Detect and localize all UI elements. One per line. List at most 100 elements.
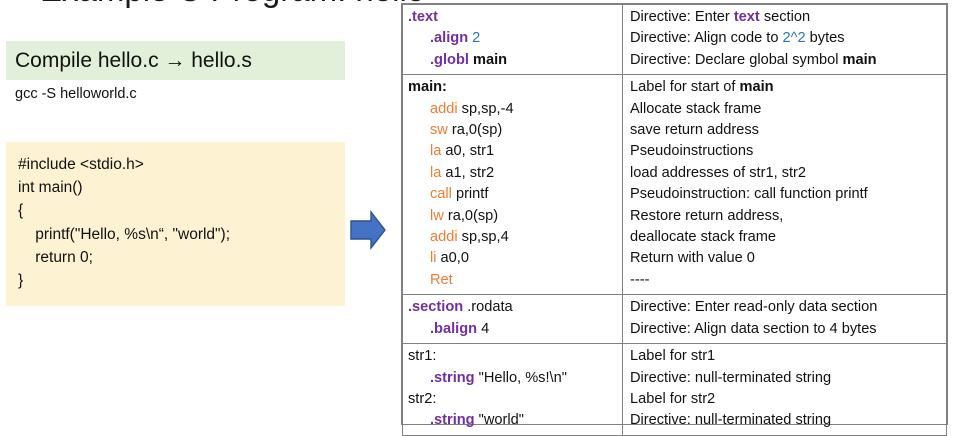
token-plain: Directive: Align data section to 4 bytes	[630, 320, 877, 337]
token-plain: a1, str2	[441, 164, 495, 181]
token-bold: main	[472, 51, 508, 68]
token-plain: deallocate stack frame	[630, 229, 777, 246]
compile-banner-label: Compile hello.c → hello.s	[15, 48, 252, 72]
asm-code-line: main:	[408, 77, 622, 98]
asm-code-line: .text	[408, 7, 622, 28]
asm-code-line: sw ra,0(sp)	[408, 120, 622, 141]
token-mn: lw	[430, 207, 444, 224]
asm-code-line: str1:	[408, 346, 622, 367]
token-op: text	[733, 9, 760, 25]
token-plain: load addresses of str1, str2	[630, 164, 807, 181]
asm-description-line: Directive: Declare global symbol main	[630, 50, 946, 71]
token-bold: main:	[408, 79, 447, 96]
token-mn: Ret	[430, 271, 453, 288]
asm-description-line: load addresses of str1, str2	[630, 163, 946, 184]
token-plain: Label for str1	[630, 348, 716, 365]
right-arrow-icon	[350, 209, 386, 251]
token-plain: str2:	[408, 390, 437, 407]
asm-code-cell: .text.align 2.globl main	[402, 3, 623, 76]
token-bold: main	[842, 51, 877, 68]
token-mn: la	[430, 143, 442, 160]
asm-code-line: lw ra,0(sp)	[408, 206, 622, 227]
token-plain: Directive: Enter	[630, 9, 734, 25]
token-op: .globl	[430, 51, 469, 68]
asm-description-line: Allocate stack frame	[630, 99, 946, 120]
token-mn: call	[430, 186, 452, 203]
asm-code-line: Ret	[408, 270, 622, 291]
token-plain: sp,sp,-4	[457, 100, 514, 117]
asm-code-line: .string "Hello, %s!\n"	[408, 368, 622, 389]
token-plain: printf	[451, 186, 489, 203]
page-title: Example C Program: hello.c	[40, 0, 420, 10]
token-mn: addi	[430, 100, 458, 117]
asm-description-line: Directive: Align code to 2^2 bytes	[630, 28, 946, 49]
table-row: str1:.string "Hello, %s!\n"str2:.string …	[402, 343, 947, 436]
token-plain: Pseudoinstructions	[630, 143, 754, 160]
token-plain: sp,sp,4	[457, 229, 509, 246]
asm-description-line: deallocate stack frame	[630, 227, 946, 248]
token-plain: 4	[477, 320, 490, 337]
c-source-code: #include <stdio.h> int main() { printf("…	[18, 156, 231, 290]
asm-code-line: .align 2	[408, 28, 622, 49]
asm-code-line: .balign 4	[408, 319, 622, 340]
asm-description-line: Directive: null-terminated string	[630, 368, 946, 389]
asm-code-line: .globl main	[408, 50, 622, 71]
asm-code-line: addi sp,sp,4	[408, 227, 622, 248]
token-plain: "Hello, %s!\n"	[474, 369, 567, 386]
asm-code-cell: .section .rodata.balign 4	[402, 294, 623, 345]
token-op: .align	[430, 30, 469, 47]
token-plain: Directive: Declare global symbol	[630, 51, 843, 68]
token-plain: bytes	[805, 30, 845, 47]
asm-code-line: la a1, str2	[408, 163, 622, 184]
asm-description-line: Label for str2	[630, 389, 946, 410]
token-plain: "world"	[474, 412, 524, 429]
gcc-command-text: gcc -S helloworld.c	[15, 86, 137, 102]
asm-description-line: Directive: Enter read-only data section	[630, 297, 946, 318]
token-plain: Label for start of	[630, 79, 740, 96]
c-source-code-box: #include <stdio.h> int main() { printf("…	[6, 142, 345, 306]
token-plain: Restore return address,	[630, 207, 784, 224]
token-plain: a0,0	[436, 250, 469, 267]
asm-description-line: Return with value 0	[630, 248, 946, 269]
asm-description-line: Restore return address,	[630, 206, 946, 227]
token-bold: main	[739, 79, 774, 96]
token-plain: Directive: Enter read-only data section	[630, 299, 878, 316]
token-mn: la	[430, 164, 442, 181]
token-mn: sw	[430, 122, 448, 139]
asm-description-line: Label for start of main	[630, 77, 946, 98]
token-plain: Directive: null-terminated string	[630, 369, 832, 386]
asm-code-line: call printf	[408, 184, 622, 205]
token-mn: addi	[430, 229, 458, 246]
token-plain: Label for str2	[630, 390, 716, 407]
asm-description-line: Pseudoinstruction: call function printf	[630, 184, 946, 205]
token-num: 2^2	[782, 30, 806, 47]
token-op: .section	[408, 299, 464, 316]
asm-description-line: Directive: null-terminated string	[630, 410, 946, 431]
token-plain: Return with value 0	[630, 250, 755, 267]
asm-description-line: save return address	[630, 120, 946, 141]
asm-description-line: Pseudoinstructions	[630, 141, 946, 162]
token-plain: Pseudoinstruction: call function printf	[630, 186, 868, 203]
asm-code-line: la a0, str1	[408, 141, 622, 162]
token-plain: a0, str1	[441, 143, 495, 160]
asm-code-line: .string "world"	[408, 410, 622, 431]
asm-code-line: addi sp,sp,-4	[408, 99, 622, 120]
asm-description-line: Label for str1	[630, 346, 946, 367]
token-plain: Allocate stack frame	[630, 100, 762, 117]
asm-code-line: str2:	[408, 389, 622, 410]
asm-description-line: ----	[630, 270, 946, 291]
compile-banner: Compile hello.c → hello.s	[6, 41, 345, 80]
token-op: .string	[430, 369, 475, 386]
token-op: .text	[408, 9, 439, 25]
token-op: .string	[430, 412, 475, 429]
